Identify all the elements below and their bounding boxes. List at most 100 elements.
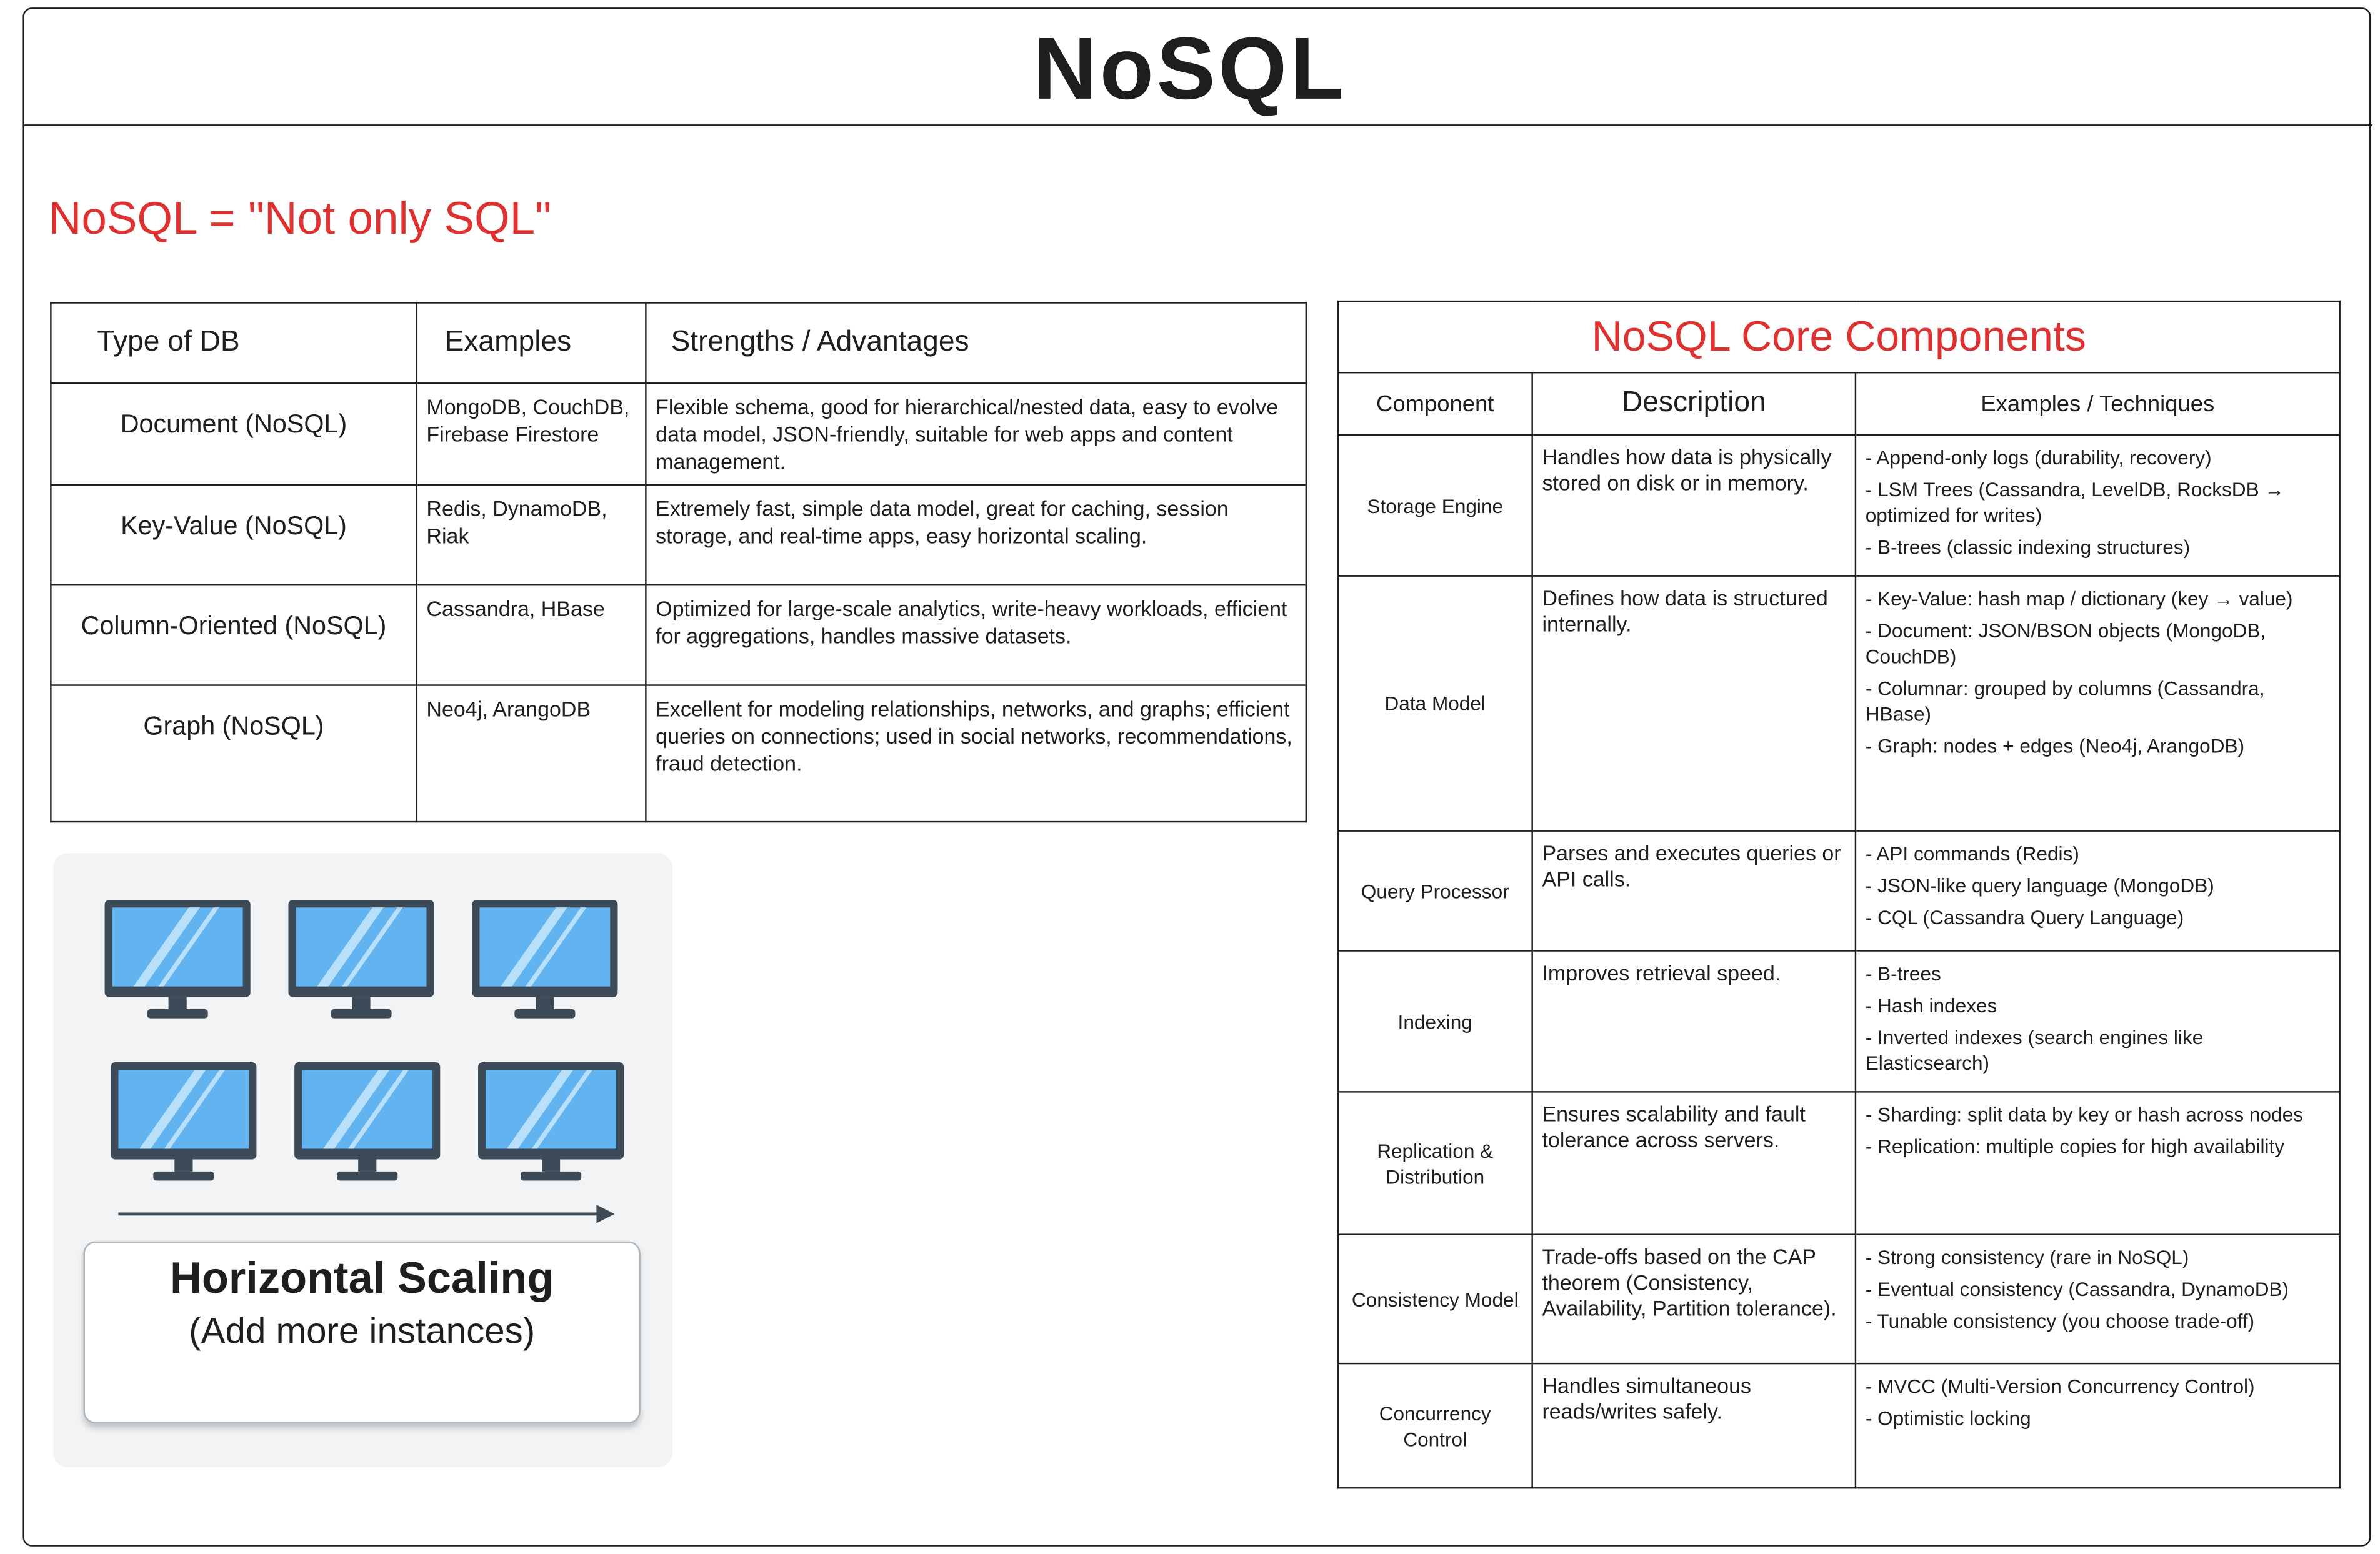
header-component: Component: [1337, 372, 1533, 436]
example-item: - JSON-like query language (MongoDB): [1865, 874, 2214, 897]
monitor-stand: [536, 997, 554, 1010]
header-type: Type of DB: [50, 302, 418, 384]
screen-glare: [112, 907, 243, 987]
component-cell: Consistency Model: [1337, 1233, 1533, 1365]
table-header-row: Type of DB Examples Strengths / Advantag…: [50, 302, 1308, 384]
page-title: NoSQL: [1033, 19, 1347, 119]
example-item: - Strong consistency (rare in NoSQL): [1865, 1245, 2189, 1269]
examples-list: - Sharding: split data by key or hash ac…: [1866, 1102, 2330, 1159]
monitor-screen: [294, 1062, 441, 1160]
example-item: - Key-Value: hash map / dictionary (key …: [1865, 587, 2293, 610]
description-cell: Handles simultaneous reads/writes safely…: [1531, 1362, 1857, 1489]
monitor-base: [337, 1171, 398, 1181]
db-type-cell: Document (NoSQL): [50, 382, 418, 486]
table-row: Document (NoSQL)MongoDB, CouchDB, Fireba…: [50, 382, 1308, 486]
monitor-stand: [168, 997, 187, 1010]
monitor-icon: [472, 900, 618, 1024]
example-item: - Sharding: split data by key or hash ac…: [1865, 1103, 2303, 1127]
example-item: - Document: JSON/BSON objects (MongoDB, …: [1865, 619, 2266, 668]
example-item: - MVCC (Multi-Version Concurrency Contro…: [1865, 1375, 2255, 1398]
monitor-stand: [352, 997, 371, 1010]
scaling-caption: (Add more instances): [189, 1311, 536, 1352]
monitor-stand: [542, 1159, 561, 1172]
description-cell: Ensures scalability and fault tolerance …: [1531, 1091, 1857, 1235]
header-examples-techniques: Examples / Techniques: [1854, 372, 2341, 436]
screen-glare: [296, 907, 427, 987]
example-item: - B-trees (classic indexing structures): [1865, 535, 2191, 559]
examples-list: - API commands (Redis) - JSON-like query …: [1866, 840, 2330, 930]
db-type-cell: Key-Value (NoSQL): [50, 484, 418, 586]
examples-list: - Key-Value: hash map / dictionary (key …: [1866, 585, 2330, 759]
example-item: - Inverted indexes (search engines like …: [1865, 1025, 2204, 1075]
examples-cell: - Sharding: split data by key or hash ac…: [1854, 1091, 2341, 1235]
monitor-icon: [294, 1062, 441, 1187]
monitor-base: [521, 1171, 582, 1181]
db-types-table: Type of DB Examples Strengths / Advantag…: [50, 302, 1308, 823]
title-divider: [22, 124, 2372, 126]
monitor-icon: [104, 900, 251, 1024]
description-cell: Trade-offs based on the CAP theorem (Con…: [1531, 1233, 1857, 1365]
examples-list: - Strong consistency (rare in NoSQL) - Ev…: [1866, 1244, 2330, 1333]
table-header-row: Component Description Examples / Techniq…: [1337, 372, 2341, 436]
component-cell: Replication & Distribution: [1337, 1091, 1533, 1235]
example-item: - Hash indexes: [1865, 994, 1998, 1017]
core-components-title: NoSQL Core Components: [1337, 300, 2341, 374]
strengths-cell: Extremely fast, simple data model, great…: [645, 484, 1308, 586]
component-cell: Query Processor: [1337, 830, 1533, 952]
screen-glare: [479, 907, 611, 987]
db-type-cell: Column-Oriented (NoSQL): [50, 584, 418, 686]
screen-glare: [118, 1070, 249, 1149]
examples-cell: - Key-Value: hash map / dictionary (key …: [1854, 575, 2341, 832]
example-item: - Append-only logs (durability, recovery…: [1865, 446, 2212, 469]
strengths-cell: Excellent for modeling relationships, ne…: [645, 684, 1308, 823]
scaling-arrow: [118, 1212, 601, 1216]
monitor-stand: [358, 1159, 377, 1172]
description-cell: Improves retrieval speed.: [1531, 950, 1857, 1093]
example-item: - Eventual consistency (Cassandra, Dynam…: [1865, 1277, 2289, 1301]
examples-list: - B-trees- Hash indexes- Inverted indexe…: [1866, 960, 2330, 1076]
examples-list: - Append-only logs (durability, recovery…: [1866, 445, 2330, 560]
monitor-screen: [478, 1062, 624, 1160]
example-item: - Replication: multiple copies for high …: [1865, 1135, 2285, 1158]
examples-list: - MVCC (Multi-Version Concurrency Contro…: [1866, 1373, 2330, 1431]
examples-cell: - MVCC (Multi-Version Concurrency Contro…: [1854, 1362, 2341, 1489]
scaling-title: Horizontal Scaling: [170, 1255, 554, 1304]
monitor-icon: [478, 1062, 624, 1187]
screen-glare: [302, 1070, 433, 1149]
monitor-screen: [472, 900, 618, 997]
example-item: - LSM Trees (Cassandra, LevelDB, RocksDB…: [1865, 478, 2285, 527]
canvas-frame: [22, 7, 2371, 1547]
header-description: Description: [1531, 372, 1857, 436]
db-type-cell: Graph (NoSQL): [50, 684, 418, 823]
examples-cell: - API commands (Redis) - JSON-like query …: [1854, 830, 2341, 952]
monitor-screen: [288, 900, 434, 997]
component-cell: Storage Engine: [1337, 434, 1533, 577]
monitor-icon: [111, 1062, 257, 1187]
description-cell: Parses and executes queries or API calls…: [1531, 830, 1857, 952]
examples-cell: Neo4j, ArangoDB: [416, 684, 647, 823]
scaling-label-box: Horizontal Scaling (Add more instances): [83, 1241, 641, 1424]
example-item: - Graph: nodes + edges (Neo4j, ArangoDB): [1865, 734, 2245, 757]
subtitle: NoSQL = "Not only SQL": [48, 194, 551, 245]
examples-cell: - Strong consistency (rare in NoSQL) - Ev…: [1854, 1233, 2341, 1365]
monitor-stand: [174, 1159, 193, 1172]
monitor-base: [153, 1171, 214, 1181]
monitor-screen: [104, 900, 251, 997]
examples-cell: Cassandra, HBase: [416, 584, 647, 686]
examples-cell: - B-trees- Hash indexes- Inverted indexe…: [1854, 950, 2341, 1093]
component-cell: Data Model: [1337, 575, 1533, 832]
example-item: - API commands (Redis): [1865, 842, 2079, 865]
header-strengths: Strengths / Advantages: [645, 302, 1308, 384]
header-examples: Examples: [416, 302, 647, 384]
examples-cell: MongoDB, CouchDB, Firebase Firestore: [416, 382, 647, 486]
monitor-base: [514, 1009, 576, 1019]
example-item: - Columnar: grouped by columns (Cassandr…: [1865, 677, 2265, 725]
component-cell: Indexing: [1337, 950, 1533, 1093]
